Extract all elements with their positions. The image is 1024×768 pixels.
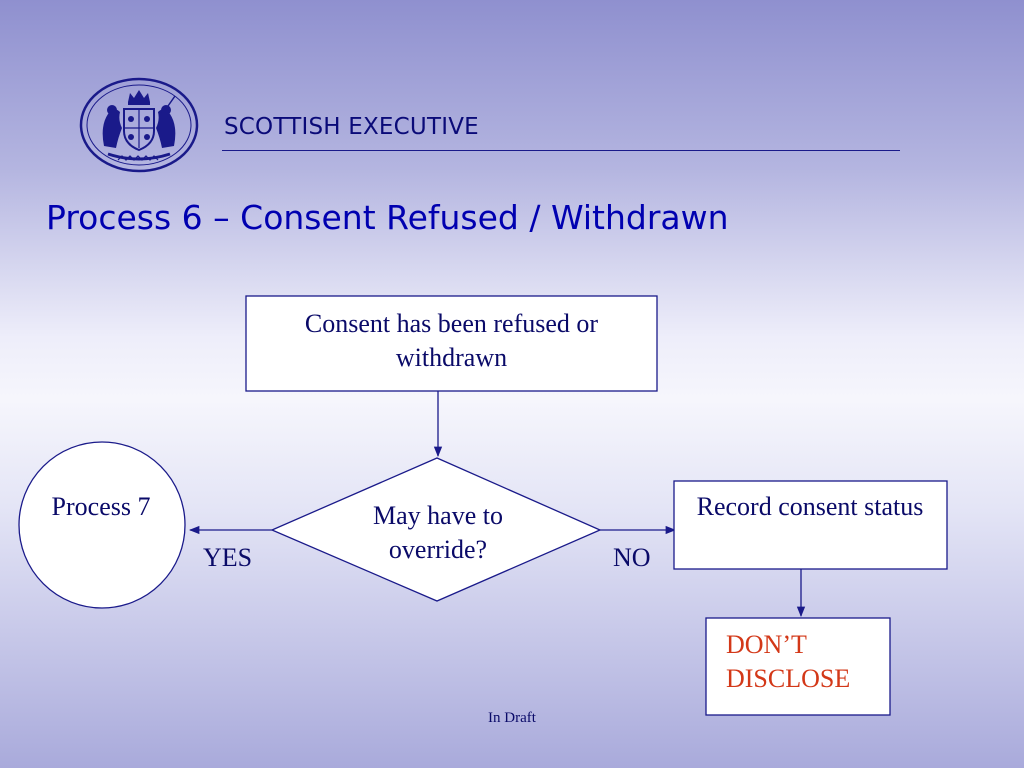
process-7-text: Process 7	[51, 492, 151, 521]
yes-label: YES	[203, 543, 253, 572]
decision-diamond	[270, 457, 602, 602]
slide-title: Process 6 – Consent Refused / Withdrawn	[46, 198, 729, 237]
record-box	[673, 480, 948, 570]
start-box-text: Consent has been refused or withdrawn	[304, 309, 599, 372]
dont-disclose-box	[705, 617, 891, 716]
start-box	[245, 295, 658, 392]
process-7-circle	[18, 441, 186, 609]
record-box-text: Record consent status	[696, 492, 924, 521]
organisation-name: SCOTTISH EXECUTIVE	[224, 114, 479, 140]
dont-disclose-text: DON’T DISCLOSE	[726, 630, 851, 693]
no-label: NO	[613, 543, 651, 572]
royal-coat-of-arms-seal-icon	[79, 77, 199, 173]
decision-text: May have to override?	[373, 501, 503, 564]
draft-status: In Draft	[488, 710, 536, 726]
header-divider	[222, 150, 900, 151]
